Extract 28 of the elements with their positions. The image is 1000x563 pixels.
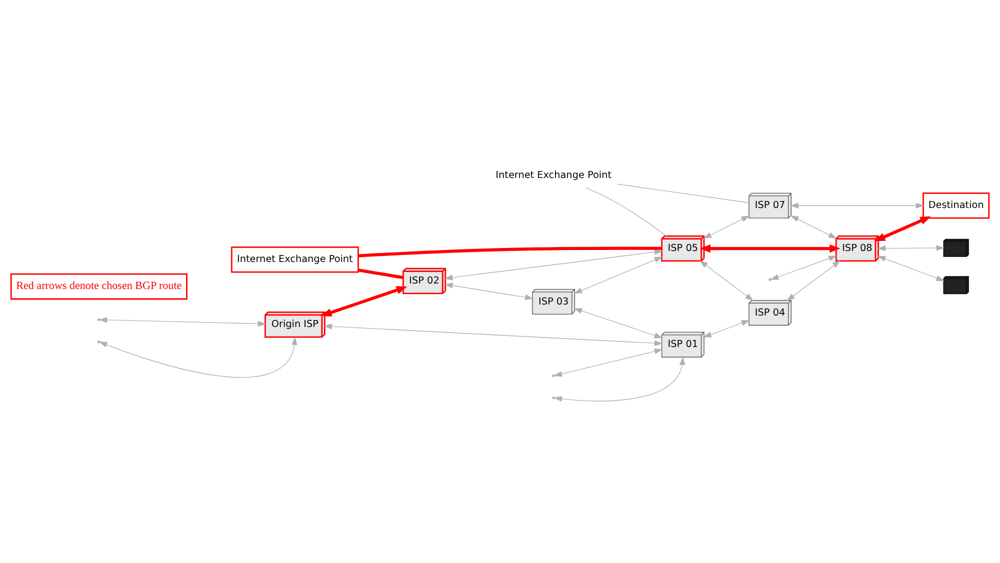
arrow [444, 282, 534, 300]
arrow [877, 244, 945, 251]
arrow [790, 202, 924, 208]
connector [585, 186, 666, 236]
arrow [703, 320, 750, 337]
node-box: Destination [922, 192, 990, 218]
arrow [554, 348, 663, 376]
connector [616, 183, 750, 203]
arrow [444, 248, 663, 280]
arrow [700, 244, 840, 252]
arrow [574, 256, 663, 294]
connector [358, 268, 404, 279]
arrow [790, 214, 837, 238]
node-text: Internet Exchange Point [496, 169, 612, 180]
arrow [700, 260, 754, 300]
arrow [877, 255, 945, 281]
node-box: Internet Exchange Point [230, 246, 359, 272]
arrow [574, 308, 663, 338]
arrow [770, 255, 837, 280]
arrow [703, 215, 750, 238]
arrow [554, 356, 686, 402]
arrow [98, 336, 298, 378]
arrow [786, 260, 841, 300]
label: Red arrows denote chosen BGP route [16, 280, 182, 292]
arrow [874, 216, 931, 241]
arrow [98, 316, 266, 326]
connector [358, 246, 662, 257]
arrow [324, 323, 663, 346]
